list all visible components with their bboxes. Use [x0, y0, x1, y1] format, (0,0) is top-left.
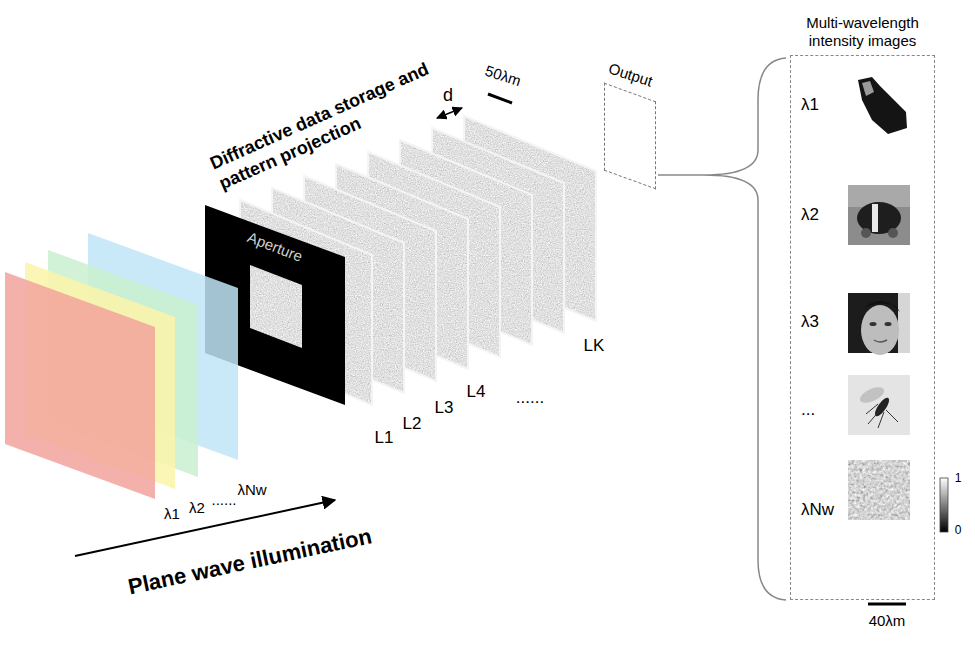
wavelength-label: λ3	[801, 312, 819, 332]
output-images	[848, 75, 910, 520]
axis-title: Plane wave illumination	[126, 523, 374, 600]
wavelength-label: λNw	[237, 481, 266, 499]
wavelength-label: λ2	[801, 205, 819, 225]
panel-title: Multi-wavelength intensity images	[788, 14, 938, 50]
leader-line	[658, 174, 704, 176]
scale-bar	[868, 603, 906, 606]
illumination-planes	[5, 233, 238, 499]
scale-bar	[488, 94, 512, 103]
wavelength-label: λNw	[801, 500, 834, 520]
layer-label: L2	[403, 414, 422, 434]
bracket	[704, 58, 786, 600]
colorbar-tick: 1	[955, 471, 962, 485]
colorbar	[940, 478, 948, 532]
wavelength-label: λ1	[801, 95, 819, 115]
layer-label: LK	[584, 336, 605, 356]
layer-label: L1	[375, 428, 394, 448]
layer-label: L4	[467, 382, 486, 402]
wavelength-label: λ2	[189, 499, 205, 517]
wavelength-label: λ1	[164, 505, 180, 523]
wavelength-label: ...	[801, 400, 815, 420]
ellipsis: ......	[211, 491, 236, 509]
scale-label: 50λm	[483, 62, 523, 90]
output-panel: Multi-wavelength intensity imagesλ1λ2λ3.…	[790, 55, 935, 600]
node-title: Output	[606, 59, 654, 90]
spacing-label: d	[443, 85, 453, 107]
output-plane: Output	[604, 66, 664, 180]
layer-label: L3	[435, 398, 454, 418]
colorbar-tick: 0	[955, 523, 962, 537]
ellipsis: ......	[516, 388, 544, 408]
spacing-arrow	[437, 108, 462, 118]
output-frame	[604, 83, 656, 190]
scale-label: 40λm	[869, 612, 906, 630]
